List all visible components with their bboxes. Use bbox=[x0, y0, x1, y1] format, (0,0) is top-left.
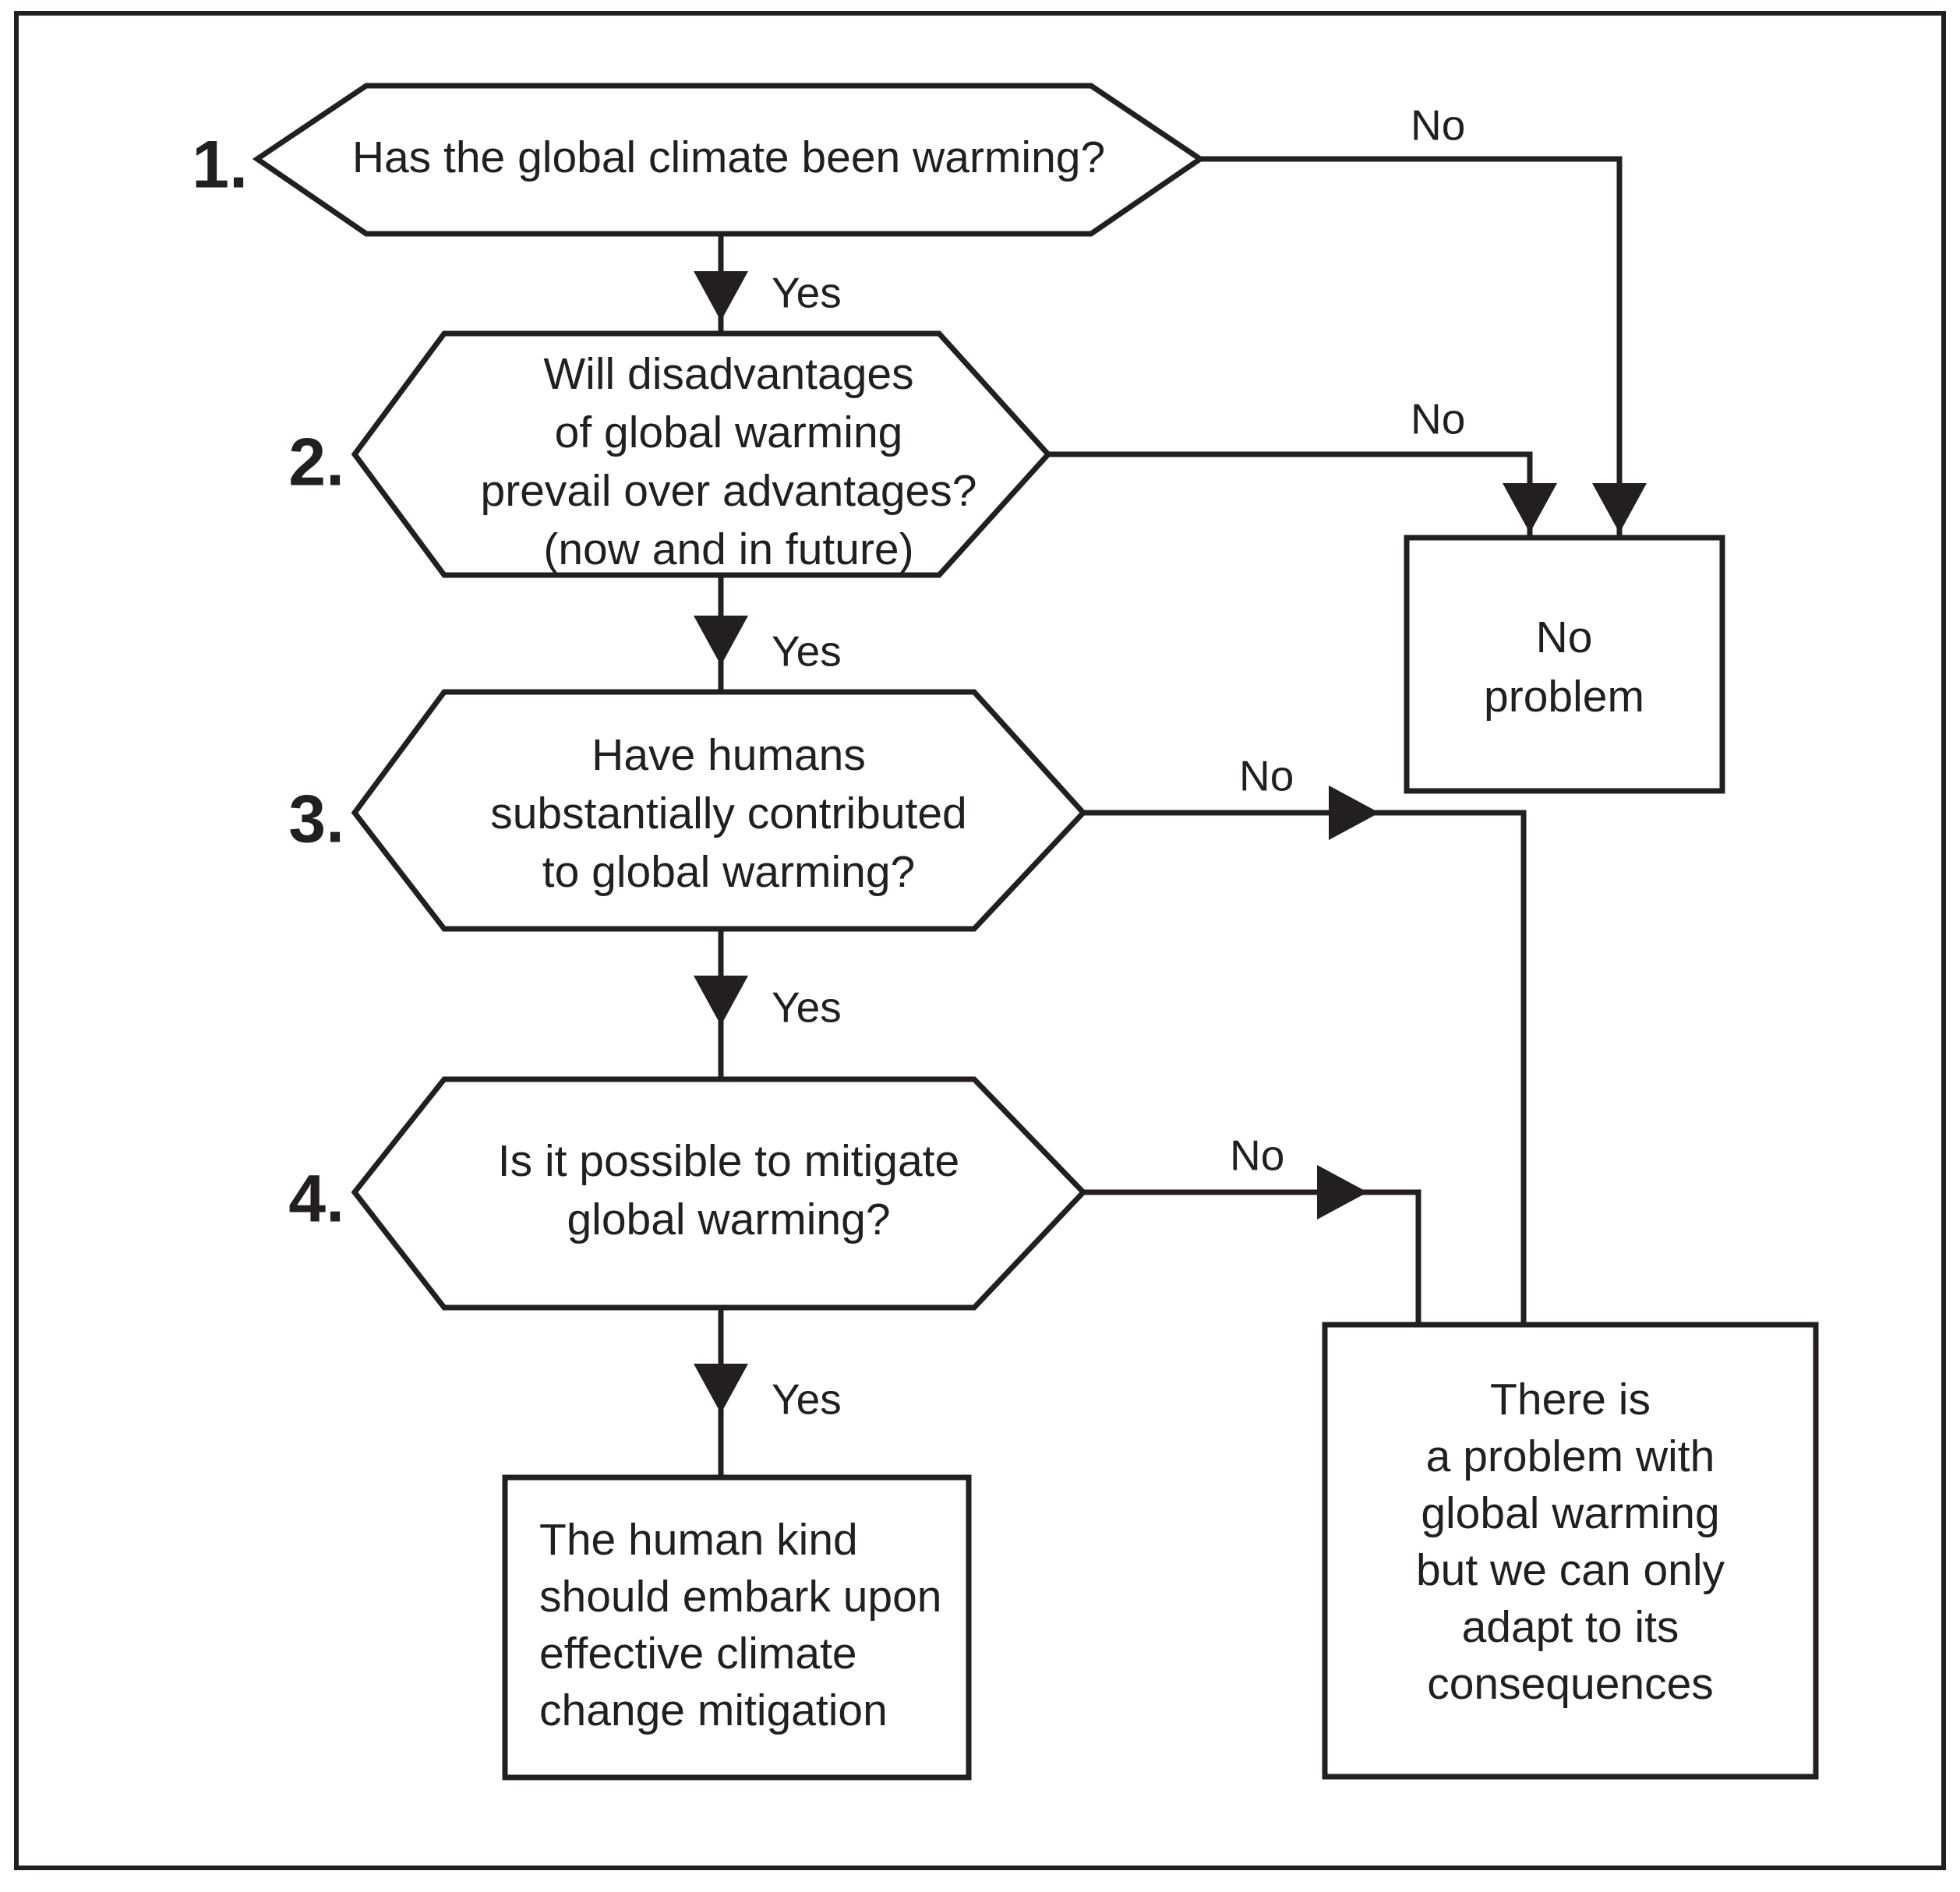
decision-node-4-line-2: global warming? bbox=[567, 1195, 890, 1244]
edge-no-4 bbox=[1083, 1189, 1421, 1325]
outcome-adapt-line-5: adapt to its bbox=[1462, 1602, 1679, 1652]
outcome-adapt-line-6: consequences bbox=[1427, 1659, 1714, 1709]
edge-label-no-3: No bbox=[1239, 752, 1294, 800]
edge-label-yes-4: Yes bbox=[772, 1375, 842, 1424]
arrowhead-no-2 bbox=[1503, 483, 1557, 533]
decision-node-3-line-3: to global warming? bbox=[542, 847, 915, 897]
outcome-no-problem-line-2: problem bbox=[1484, 672, 1644, 722]
decision-node-1-line-1: Has the global climate been warming? bbox=[352, 132, 1105, 182]
edge-label-yes-1: Yes bbox=[772, 269, 842, 317]
edge-no-2 bbox=[1048, 451, 1533, 538]
edge-label-yes-3: Yes bbox=[772, 983, 842, 1032]
decision-node-3[interactable] bbox=[351, 689, 1087, 932]
outcome-adapt-line-3: global warming bbox=[1421, 1488, 1719, 1538]
arrowhead-yes-4 bbox=[694, 1364, 748, 1414]
outcome-mitigation-line-1: The human kind bbox=[539, 1515, 858, 1565]
outcome-adapt-line-4: but we can only bbox=[1416, 1545, 1725, 1595]
edge-label-no-4: No bbox=[1230, 1131, 1284, 1180]
edge-label-yes-2: Yes bbox=[772, 627, 842, 676]
arrowhead-no-1 bbox=[1592, 483, 1647, 533]
decision-node-4-line-1: Is it possible to mitigate bbox=[498, 1136, 959, 1186]
arrowhead-yes-2 bbox=[694, 616, 748, 665]
outcome-mitigation-line-2: should embark upon bbox=[539, 1572, 942, 1622]
decision-node-3-line-1: Have humans bbox=[592, 730, 866, 780]
arrowhead-yes-1 bbox=[694, 271, 748, 321]
step-number-2: 2. bbox=[288, 425, 344, 500]
edge-no-1 bbox=[1200, 156, 1623, 538]
outcome-no-problem-box[interactable] bbox=[1404, 535, 1725, 794]
outcome-mitigation-line-4: change mitigation bbox=[539, 1686, 888, 1735]
decision-node-2-line-3: prevail over advantages? bbox=[481, 466, 977, 516]
arrowhead-yes-3 bbox=[694, 976, 748, 1025]
outcome-mitigation-line-3: effective climate bbox=[539, 1629, 857, 1678]
decision-node-2[interactable] bbox=[351, 330, 1052, 578]
edge-no-3 bbox=[1083, 810, 1527, 1325]
arrowhead-no-4 bbox=[1317, 1165, 1368, 1220]
decision-node-1[interactable] bbox=[252, 83, 1206, 237]
outcome-no-problem-line-1: No bbox=[1536, 612, 1593, 662]
edge-label-no-2: No bbox=[1411, 395, 1465, 443]
outcome-adapt-line-2: a problem with bbox=[1426, 1431, 1715, 1481]
outcome-adapt-line-1: There is bbox=[1490, 1375, 1651, 1424]
step-number-1: 1. bbox=[192, 128, 248, 203]
decision-node-2-line-2: of global warming bbox=[555, 408, 903, 457]
edge-label-no-1: No bbox=[1411, 101, 1465, 150]
page-frame bbox=[14, 11, 1946, 1870]
decision-node-4[interactable] bbox=[351, 1076, 1087, 1311]
outcome-adapt-box[interactable] bbox=[1322, 1322, 1819, 1780]
outcome-mitigation-box[interactable] bbox=[502, 1474, 972, 1781]
step-number-3: 3. bbox=[288, 782, 344, 857]
decision-node-2-line-4: (now and in future) bbox=[543, 524, 913, 574]
arrowhead-no-3 bbox=[1329, 785, 1379, 840]
decision-node-3-line-2: substantially contributed bbox=[490, 789, 967, 838]
step-number-4: 4. bbox=[288, 1162, 344, 1237]
decision-node-2-line-1: Will disadvantages bbox=[543, 349, 913, 399]
